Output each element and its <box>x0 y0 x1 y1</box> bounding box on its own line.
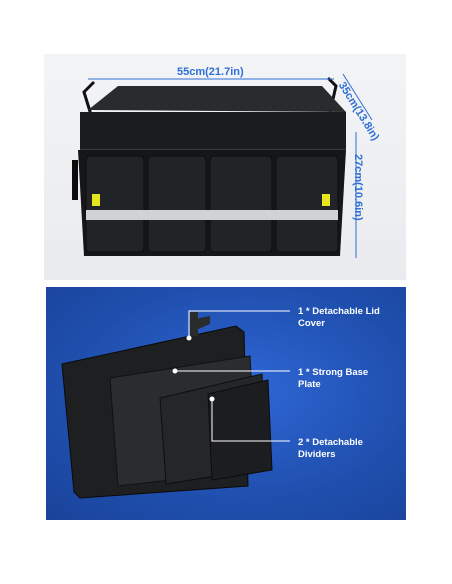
callout-lid-cover: 1 * Detachable Lid Cover <box>298 306 398 330</box>
callout-base-line2: Plate <box>298 379 321 390</box>
pocket-1 <box>85 155 145 253</box>
yellow-tag-right <box>322 194 330 206</box>
callout-dividers-line2: Dividers <box>298 449 336 460</box>
callout-line-lid <box>188 310 290 338</box>
pocket-4 <box>275 155 339 253</box>
callout-base-line1: 1 * Strong Base <box>298 367 369 378</box>
callout-dot-dividers <box>209 396 215 402</box>
pocket-2 <box>147 155 207 253</box>
depth-dimension-line <box>342 73 373 121</box>
callout-dot-base <box>172 368 178 374</box>
callout-lid-line1: 1 * Detachable Lid <box>298 306 380 317</box>
callout-base-plate: 1 * Strong Base Plate <box>298 367 398 391</box>
callout-dividers: 2 * Detachable Dividers <box>298 437 398 461</box>
side-strap <box>72 160 78 200</box>
box-lid-top <box>88 86 346 112</box>
callout-dividers-line1: 2 * Detachable <box>298 437 363 448</box>
pocket-3 <box>209 155 273 253</box>
reflective-strip <box>86 210 338 220</box>
lid-cover-hinge <box>190 312 198 336</box>
callout-lid-line2: Cover <box>298 318 325 329</box>
divider-2 <box>207 379 273 481</box>
callout-dot-lid <box>186 335 192 341</box>
front-pockets <box>85 155 339 253</box>
yellow-tag-left <box>92 194 100 206</box>
box-lid-front <box>80 112 346 150</box>
callout-line-dividers <box>211 399 290 442</box>
width-label: 55cm(21.7in) <box>177 66 244 78</box>
